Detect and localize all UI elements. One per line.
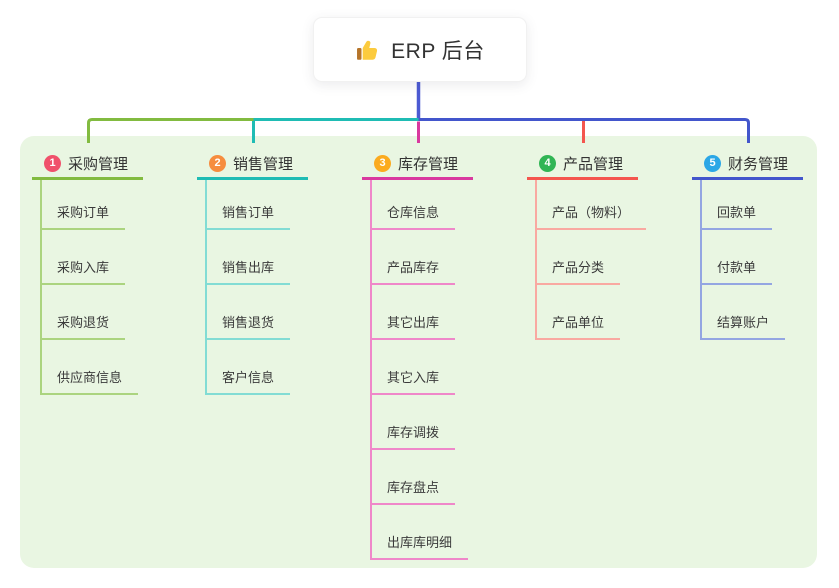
branch-vertical-line [700,180,702,340]
child-node[interactable]: 产品单位 [535,313,621,340]
child-node[interactable]: 仓库信息 [370,203,456,230]
mindmap-panel [20,136,817,568]
branch-number-badge: 4 [539,155,556,172]
child-node[interactable]: 回款单 [700,203,773,230]
branch-number-badge: 2 [209,155,226,172]
root-label: ERP 后台 [391,39,485,63]
child-node[interactable]: 供应商信息 [40,368,139,395]
child-node[interactable]: 销售订单 [205,203,291,230]
child-node[interactable]: 客户信息 [205,368,291,395]
child-node[interactable]: 销售退货 [205,313,291,340]
child-node[interactable]: 销售出库 [205,258,291,285]
branch-title-label: 财务管理 [728,156,789,173]
child-node[interactable]: 其它入库 [370,368,456,395]
child-node[interactable]: 库存调拨 [370,423,456,450]
branch-title-label: 库存管理 [398,156,459,173]
child-node[interactable]: 采购退货 [40,313,126,340]
branch-vertical-line [40,180,42,395]
branch-vertical-line [205,180,207,395]
child-node[interactable]: 出库库明细 [370,533,469,560]
root-node[interactable]: ERP 后台 [313,17,527,82]
branch-title-label: 销售管理 [233,156,294,173]
branch-title-node[interactable]: 2 销售管理 [197,150,308,180]
child-node[interactable]: 采购订单 [40,203,126,230]
child-node[interactable]: 其它出库 [370,313,456,340]
child-node[interactable]: 产品分类 [535,258,621,285]
thumbs-up-icon [357,40,378,60]
branch-vertical-line [535,180,537,340]
branch-number-badge: 5 [704,155,721,172]
child-node[interactable]: 产品库存 [370,258,456,285]
child-node[interactable]: 付款单 [700,258,773,285]
branch-title-node[interactable]: 4 产品管理 [527,150,638,180]
branch-title-label: 产品管理 [563,156,624,173]
branch-number-badge: 3 [374,155,391,172]
branch-vertical-line [370,180,372,560]
branch-title-node[interactable]: 1 采购管理 [32,150,143,180]
branch-title-node[interactable]: 3 库存管理 [362,150,473,180]
branch-number-badge: 1 [44,155,61,172]
child-node[interactable]: 结算账户 [700,313,786,340]
branch-title-node[interactable]: 5 财务管理 [692,150,803,180]
branch-title-label: 采购管理 [68,156,129,173]
child-node[interactable]: 采购入库 [40,258,126,285]
child-node[interactable]: 产品（物料） [535,203,647,230]
child-node[interactable]: 库存盘点 [370,478,456,505]
